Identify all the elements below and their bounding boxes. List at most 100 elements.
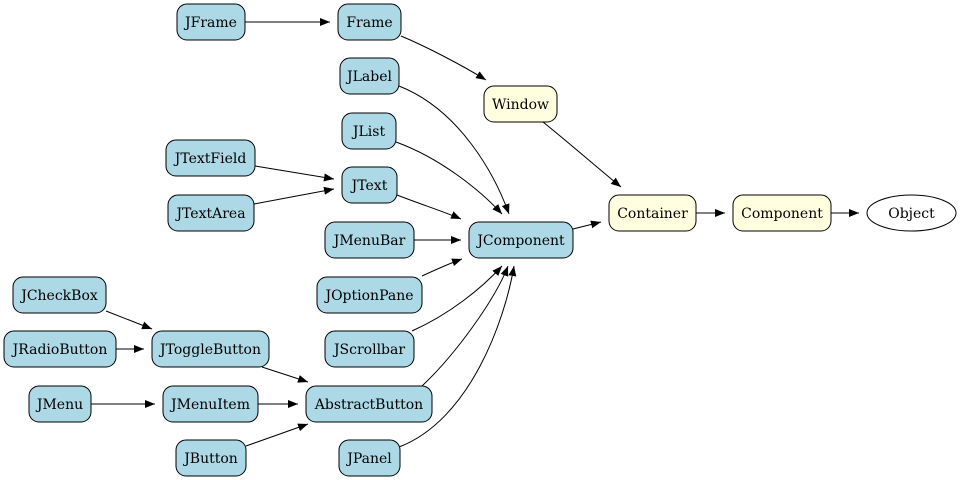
- edge-window-to-container: [542, 121, 622, 188]
- node-jtext[interactable]: JText: [341, 166, 398, 204]
- edge-arrow: [421, 265, 509, 387]
- node-jframe-label: JFrame: [183, 15, 237, 31]
- node-jtogglebutton-label: JToggleButton: [158, 342, 261, 358]
- node-jbutton-box: [175, 439, 247, 477]
- edge-arrow: [395, 141, 503, 215]
- node-jradiobutton-box: [3, 330, 117, 368]
- node-jtextfield-label: JTextField: [173, 151, 247, 167]
- node-container-box: [608, 194, 697, 232]
- node-jmenuitem-box: [162, 385, 259, 423]
- node-container-label: Container: [617, 206, 688, 222]
- node-jlist-box: [341, 112, 397, 150]
- edge-jpanel-to-jcomponent: [398, 265, 517, 448]
- node-abstractbutton[interactable]: AbstractButton: [305, 385, 433, 423]
- edge-jtextfield-to-jtext: [254, 165, 335, 182]
- node-jmenuitem-label: JMenuItem: [169, 397, 250, 413]
- edge-arrow: [542, 121, 622, 188]
- node-jscrollbar-box: [324, 330, 415, 368]
- edge-jtext-to-jcomponent: [396, 194, 462, 220]
- node-jscrollbar[interactable]: JScrollbar: [324, 330, 415, 368]
- node-component-label: Component: [741, 206, 823, 222]
- node-jpanel[interactable]: JPanel: [338, 439, 401, 477]
- edge-abstractbutton-to-jcomponent: [421, 265, 509, 387]
- edge-arrow: [105, 310, 153, 330]
- edge-arrow: [245, 423, 309, 447]
- edge-arrow: [572, 220, 602, 230]
- node-jcheckbox[interactable]: JCheckBox: [12, 276, 107, 314]
- node-frame[interactable]: Frame: [337, 3, 402, 41]
- edge-arrow: [253, 186, 335, 205]
- node-jtextfield[interactable]: JTextField: [165, 139, 256, 177]
- edge-arrow: [400, 35, 487, 81]
- node-jmenu[interactable]: JMenu: [28, 385, 92, 423]
- node-jcomponent-box: [468, 221, 574, 259]
- node-jcomponent-label: JComponent: [475, 233, 565, 249]
- edge-jlabel-to-jcomponent: [398, 85, 510, 215]
- edge-arrow: [261, 366, 309, 383]
- node-window-label: Window: [492, 97, 549, 113]
- node-jtext-label: JText: [350, 178, 388, 194]
- node-jpanel-box: [338, 439, 401, 477]
- node-jradiobutton[interactable]: JRadioButton: [3, 330, 117, 368]
- edges-layer: [91, 18, 859, 448]
- node-jmenubar[interactable]: JMenuBar: [324, 221, 415, 259]
- node-jcheckbox-label: JCheckBox: [19, 288, 98, 304]
- edge-jtextarea-to-jtext: [253, 186, 335, 205]
- edge-arrow: [398, 265, 517, 448]
- edge-arrow: [421, 258, 463, 277]
- node-jpanel-label: JPanel: [345, 451, 392, 467]
- node-joptionpane-box: [316, 276, 423, 314]
- node-jtextarea-label: JTextArea: [174, 206, 245, 222]
- edge-jcheckbox-to-jtogglebutton: [105, 310, 153, 330]
- node-frame-label: Frame: [346, 15, 392, 31]
- node-jtextarea[interactable]: JTextArea: [167, 194, 255, 232]
- edge-arrow: [254, 165, 335, 182]
- node-jcheckbox-box: [12, 276, 107, 314]
- node-window[interactable]: Window: [483, 85, 558, 123]
- node-jmenu-label: JMenu: [35, 397, 83, 413]
- edge-arrow: [411, 265, 503, 332]
- node-joptionpane-label: JOptionPane: [323, 288, 413, 304]
- edge-frame-to-window: [400, 35, 487, 81]
- node-jtext-box: [341, 166, 398, 204]
- node-jlist[interactable]: JList: [341, 112, 397, 150]
- edge-jlist-to-jcomponent: [395, 141, 503, 215]
- node-object-label: Object: [888, 206, 935, 222]
- edge-joptionpane-to-jcomponent: [421, 258, 463, 277]
- node-jradiobutton-label: JRadioButton: [11, 342, 108, 358]
- node-jtogglebutton-box: [151, 330, 270, 368]
- nodes-layer: JFrame Frame JLabel Window JList JTextFi…: [3, 3, 957, 477]
- node-jframe[interactable]: JFrame: [176, 3, 246, 41]
- node-component[interactable]: Component: [732, 194, 832, 232]
- node-jmenubar-label: JMenuBar: [332, 233, 406, 249]
- node-jmenuitem[interactable]: JMenuItem: [162, 385, 259, 423]
- node-jframe-box: [176, 3, 246, 41]
- node-jlabel[interactable]: JLabel: [339, 57, 400, 95]
- node-jbutton[interactable]: JButton: [175, 439, 247, 477]
- node-component-box: [732, 194, 832, 232]
- node-jmenu-box: [28, 385, 92, 423]
- node-abstractbutton-box: [305, 385, 433, 423]
- node-jscrollbar-label: JScrollbar: [332, 342, 405, 358]
- node-abstractbutton-label: AbstractButton: [314, 397, 423, 413]
- edge-arrow: [398, 85, 510, 215]
- node-jcomponent[interactable]: JComponent: [468, 221, 574, 259]
- node-object-ellipse: [866, 194, 957, 232]
- node-object[interactable]: Object: [866, 194, 957, 232]
- edge-jscrollbar-to-jcomponent: [411, 265, 503, 332]
- node-joptionpane[interactable]: JOptionPane: [316, 276, 423, 314]
- node-window-box: [483, 85, 558, 123]
- node-jbutton-label: JButton: [182, 451, 238, 467]
- node-jlist-label: JList: [351, 124, 386, 140]
- node-jtextfield-box: [165, 139, 256, 177]
- node-container[interactable]: Container: [608, 194, 697, 232]
- edge-jtogglebutton-to-abstractbutton: [261, 366, 309, 383]
- node-jtextarea-box: [167, 194, 255, 232]
- edge-arrow: [396, 194, 462, 220]
- edge-jbutton-to-abstractbutton: [245, 423, 309, 447]
- edge-jcomponent-to-container: [572, 220, 602, 230]
- node-jlabel-label: JLabel: [345, 69, 393, 85]
- node-jtogglebutton[interactable]: JToggleButton: [151, 330, 270, 368]
- node-frame-box: [337, 3, 402, 41]
